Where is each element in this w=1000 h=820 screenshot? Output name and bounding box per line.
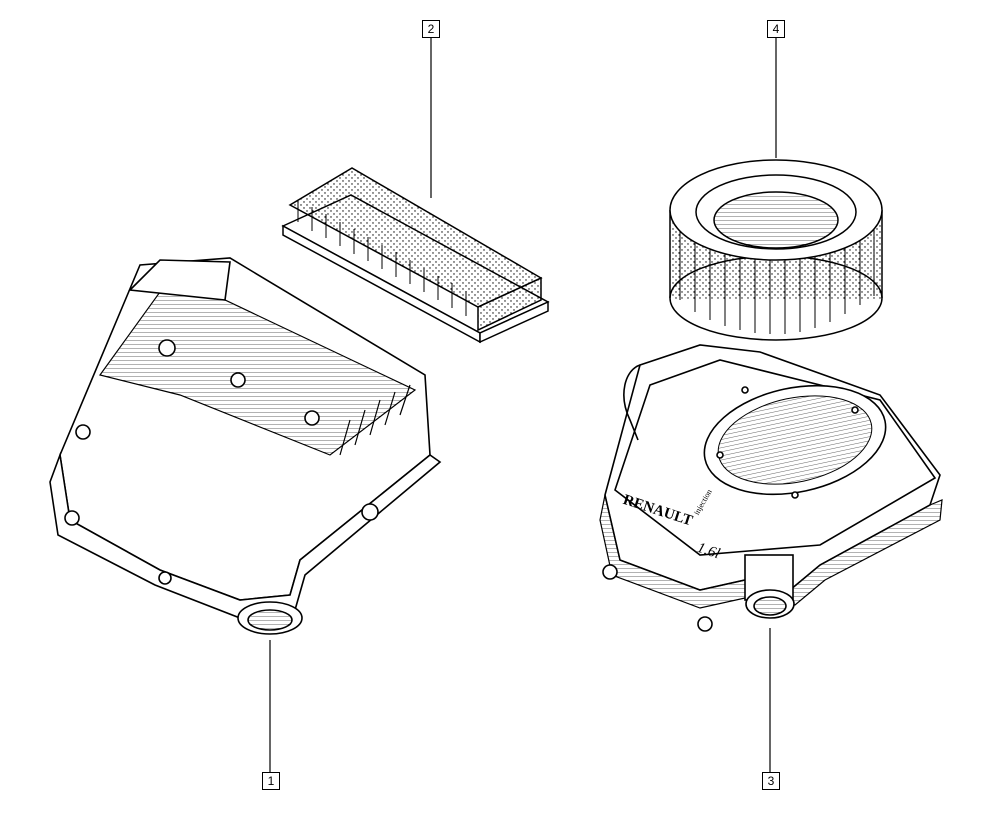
housing-right-hose xyxy=(623,364,641,441)
housing-left-mount-1 xyxy=(64,510,80,526)
housing-right-screw-2 xyxy=(851,406,859,414)
housing-right-base-flange xyxy=(599,494,943,609)
air-filter-housing-left xyxy=(49,257,442,635)
housing-right-mount-1 xyxy=(602,564,618,580)
round-air-filter-element xyxy=(669,159,883,341)
housing-left-mount-3 xyxy=(158,571,172,585)
panel-filter-media-end xyxy=(477,276,542,332)
housing-right-outlet-bore xyxy=(753,596,787,616)
callout-1: 1 xyxy=(262,772,280,790)
housing-right-screw-3 xyxy=(791,491,799,499)
panel-air-filter-element xyxy=(281,167,550,344)
housing-left-raised-panel xyxy=(128,259,231,301)
callout-3: 3 xyxy=(762,772,780,790)
housing-right-screw-1 xyxy=(741,386,749,394)
callout-4: 4 xyxy=(767,20,785,38)
air-filter-housing-right xyxy=(599,344,943,632)
housing-left-outlet-bore xyxy=(247,609,293,631)
round-filter-bore xyxy=(713,191,839,249)
housing-left-base-flange xyxy=(49,451,442,619)
leader-lines xyxy=(269,37,777,772)
housing-left-mount-2 xyxy=(361,503,379,521)
housing-left-ribs xyxy=(339,384,411,456)
housing-left-boss-3 xyxy=(304,410,320,426)
panel-filter-frame-end xyxy=(479,300,549,344)
housing-left-boss-1 xyxy=(158,339,176,357)
housing-right-screw-4 xyxy=(716,451,724,459)
panel-filter-pleat-lines xyxy=(297,200,467,316)
housing-left-boss-4 xyxy=(75,424,91,440)
callout-2: 2 xyxy=(422,20,440,38)
housing-left-boss-2 xyxy=(230,372,246,388)
housing-right-mount-2 xyxy=(697,616,713,632)
